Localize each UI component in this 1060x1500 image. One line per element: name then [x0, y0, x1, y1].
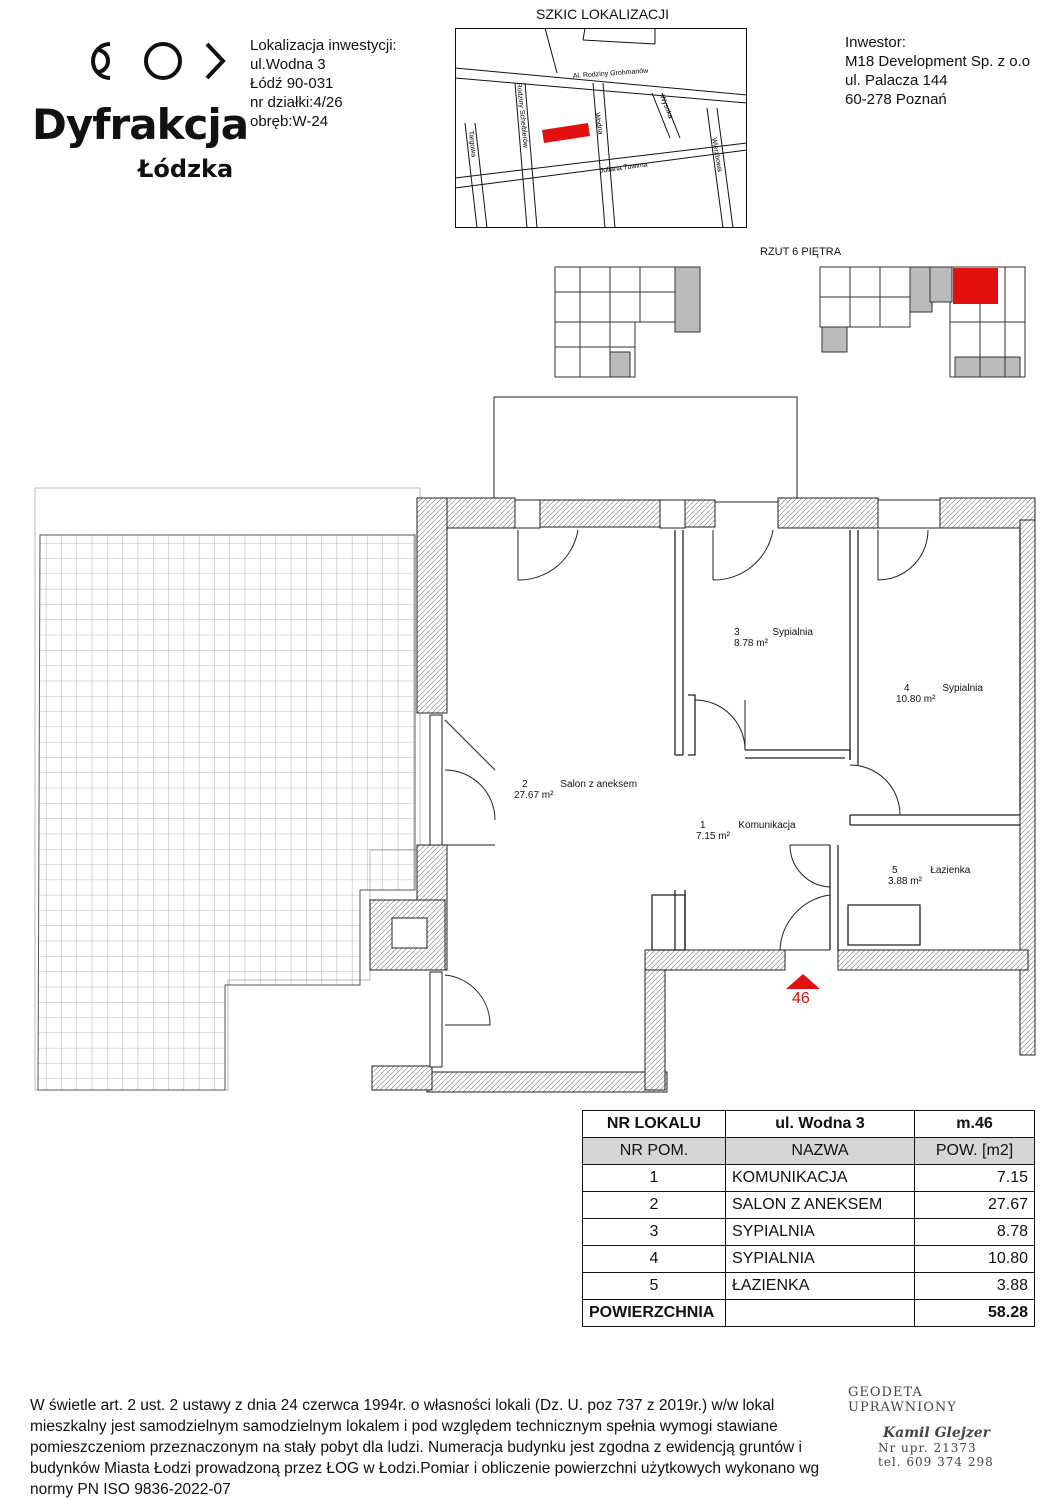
total-value-cell: 58.28 — [914, 1299, 1035, 1327]
surveyor-stamp: GEODETA UPRAWNIONY Kamil Glejzer Nr upr.… — [848, 1385, 1033, 1469]
room-nr-cell: 1 — [582, 1164, 726, 1192]
room-area: 27.67 m² — [514, 790, 554, 801]
room-label-3: 3 Sypialnia 8.78 m² — [734, 627, 813, 649]
location-line: nr działki:4/26 — [250, 94, 343, 111]
brand-title: Dyfrakcja — [32, 100, 249, 149]
location-line: obręb:W-24 — [250, 113, 329, 130]
room-number: 3 — [734, 627, 740, 638]
street-label: Targowa — [467, 130, 477, 157]
room-number: 5 — [892, 865, 898, 876]
area-table: NR LOKALU ul. Wodna 3 m.46 NR POM. NAZWA… — [582, 1110, 1035, 1327]
location-info: Lokalizacja inwestycji: ul.Wodna 3 Łódź … — [250, 36, 397, 131]
stamp-title: GEODETA UPRAWNIONY — [848, 1385, 957, 1415]
room-area-cell: 27.67 — [914, 1191, 1035, 1219]
floor-plan — [34, 396, 1036, 1093]
map-title: SZKIC LOKALIZACJI — [536, 6, 670, 22]
room-label-5: 5 Łazienka 3.88 m² — [888, 865, 970, 887]
room-nr-cell: 5 — [582, 1272, 726, 1300]
room-area: 8.78 m² — [734, 638, 768, 649]
floor-key-title: RZUT 6 PIĘTRA — [760, 246, 842, 258]
room-area: 10.80 m² — [896, 694, 936, 705]
investor-line: M18 Development Sp. z o.o — [845, 53, 1031, 70]
investor-line: ul. Palacza 144 — [845, 72, 948, 89]
table-subheader-cell: NAZWA — [725, 1137, 915, 1165]
room-area: 7.15 m² — [696, 831, 730, 842]
location-line: Łódź 90-031 — [250, 75, 334, 92]
investor-info: Inwestor: M18 Development Sp. z o.o ul. … — [845, 33, 1030, 109]
location-line: Lokalizacja inwestycji: — [250, 37, 397, 54]
room-name: Sypialnia — [942, 683, 983, 694]
room-label-1: 1 Komunikacja 7.15 m² — [696, 820, 796, 842]
room-area-cell: 7.15 — [914, 1164, 1035, 1192]
table-header-cell: m.46 — [914, 1110, 1035, 1138]
table-subheader-cell: POW. [m2] — [914, 1137, 1035, 1165]
street-label: Wodna — [593, 112, 604, 135]
table-row: 3 SYPIALNIA 8.78 — [582, 1218, 1035, 1246]
logo-mark-icon — [91, 42, 226, 80]
entrance-arrow-icon — [786, 974, 820, 989]
room-area-cell: 3.88 — [914, 1272, 1035, 1300]
floor-key-plans — [554, 266, 1026, 378]
table-header-cell: ul. Wodna 3 — [725, 1110, 915, 1138]
table-subheader-cell: NR POM. — [582, 1137, 726, 1165]
table-total-row: POWIERZCHNIA 58.28 — [582, 1299, 1035, 1327]
room-name: Łazienka — [930, 865, 971, 876]
total-empty-cell — [725, 1299, 915, 1327]
room-area: 3.88 m² — [888, 876, 922, 887]
building-marker-icon — [542, 123, 590, 143]
room-name-cell: ŁAZIENKA — [725, 1272, 915, 1300]
room-name: Komunikacja — [738, 820, 796, 831]
unit-highlight-icon — [953, 268, 998, 304]
stamp-license: Nr upr. 21373 — [878, 1441, 977, 1455]
room-number: 1 — [700, 820, 706, 831]
room-area-cell: 8.78 — [914, 1218, 1035, 1246]
unit-number: 46 — [792, 990, 810, 1007]
table-header-cell: NR LOKALU — [582, 1110, 726, 1138]
room-nr-cell: 3 — [582, 1218, 726, 1246]
room-name-cell: SYPIALNIA — [725, 1245, 915, 1273]
room-name: Sypialnia — [772, 627, 813, 638]
stamp-name: Kamil Glejzer — [883, 1425, 991, 1441]
room-label-4: 4 Sypialnia 10.80 m² — [896, 683, 983, 705]
location-map: Al. Rodziny Grohmanów Rodziny Scheibleró… — [455, 28, 747, 228]
investor-line: 60-278 Poznań — [845, 91, 947, 108]
stamp-phone: tel. 609 374 298 — [878, 1455, 994, 1469]
room-number: 2 — [522, 779, 528, 790]
room-name-cell: SYPIALNIA — [725, 1218, 915, 1246]
table-row: 1 KOMUNIKACJA 7.15 — [582, 1164, 1035, 1192]
legal-note: W świetle art. 2 ust. 2 ustawy z dnia 24… — [30, 1397, 820, 1498]
logo — [25, 30, 243, 192]
room-nr-cell: 2 — [582, 1191, 726, 1219]
table-subheader-row: NR POM. NAZWA POW. [m2] — [582, 1137, 1035, 1165]
investor-line: Inwestor: — [845, 34, 906, 51]
room-nr-cell: 4 — [582, 1245, 726, 1273]
room-area-cell: 10.80 — [914, 1245, 1035, 1273]
room-label-2: 2 Salon z aneksem 27.67 m² — [514, 779, 637, 801]
room-name: Salon z aneksem — [560, 779, 638, 790]
location-line: ul.Wodna 3 — [250, 56, 326, 73]
room-number: 4 — [904, 683, 910, 694]
room-name-cell: SALON Z ANEKSEM — [725, 1191, 915, 1219]
brand-subtitle: Łódzka — [138, 155, 234, 183]
room-name-cell: KOMUNIKACJA — [725, 1164, 915, 1192]
table-row: 4 SYPIALNIA 10.80 — [582, 1245, 1035, 1273]
table-row: 2 SALON Z ANEKSEM 27.67 — [582, 1191, 1035, 1219]
table-row: 5 ŁAZIENKA 3.88 — [582, 1272, 1035, 1300]
total-label-cell: POWIERZCHNIA — [582, 1299, 726, 1327]
table-header-row: NR LOKALU ul. Wodna 3 m.46 — [582, 1110, 1035, 1138]
